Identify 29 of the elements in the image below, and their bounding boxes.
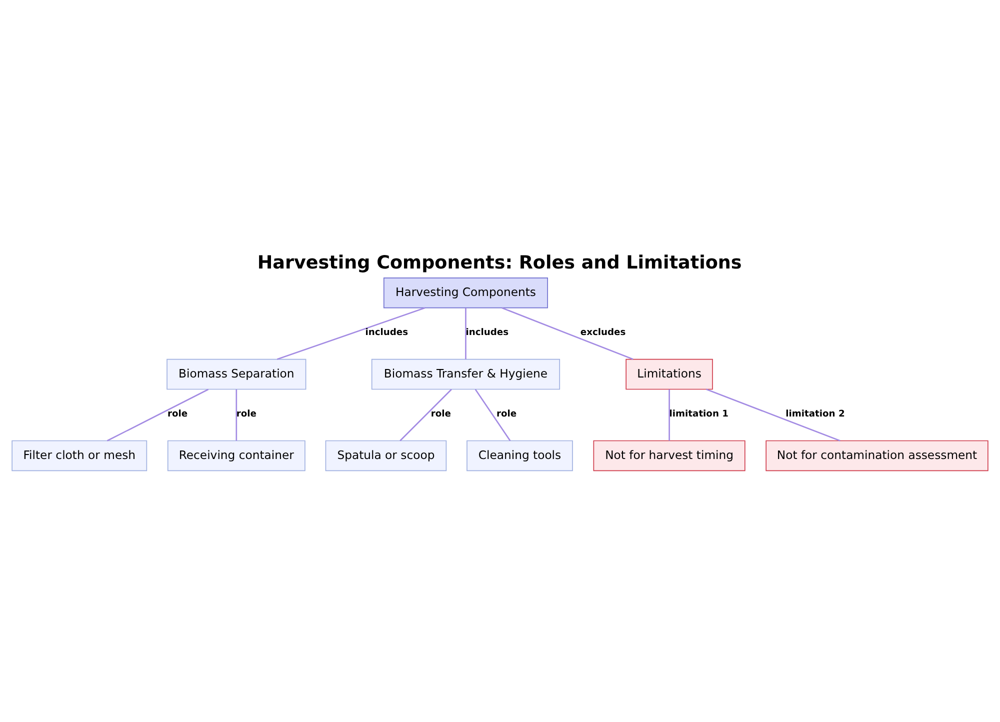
edge-label: includes (466, 328, 509, 338)
edge-label: excludes (580, 328, 626, 338)
node-box: Receiving container (167, 440, 306, 472)
edge-label: role (496, 410, 517, 420)
node-box: Biomass Transfer & Hygiene (371, 358, 560, 390)
connector (465, 308, 466, 360)
connector (106, 388, 209, 442)
diagram-title: Harvesting Components: Roles and Limitations (257, 252, 742, 274)
edge-label: includes (365, 328, 408, 338)
node-box: Filter cloth or mesh (12, 440, 148, 472)
edge-label: role (236, 410, 256, 420)
connector (400, 388, 452, 442)
edge-label: role (167, 410, 188, 420)
node-box: Not for contamination assessment (766, 440, 988, 472)
connector (236, 389, 238, 441)
connector (276, 307, 426, 360)
node-box: Not for harvest timing (593, 440, 746, 472)
node-box: Biomass Separation (166, 358, 306, 390)
edge-label: limitation 2 (786, 410, 845, 420)
connector (668, 389, 670, 441)
connector (502, 307, 634, 360)
node-box: Cleaning tools (466, 440, 573, 472)
node-box: Limitations (626, 358, 713, 390)
node-box: Spatula or scoop (325, 440, 447, 472)
connector (474, 389, 511, 442)
edge-label: limitation 1 (669, 410, 728, 420)
connector (706, 388, 840, 442)
node-box: Harvesting Components (383, 278, 548, 308)
edge-label: role (430, 410, 451, 420)
